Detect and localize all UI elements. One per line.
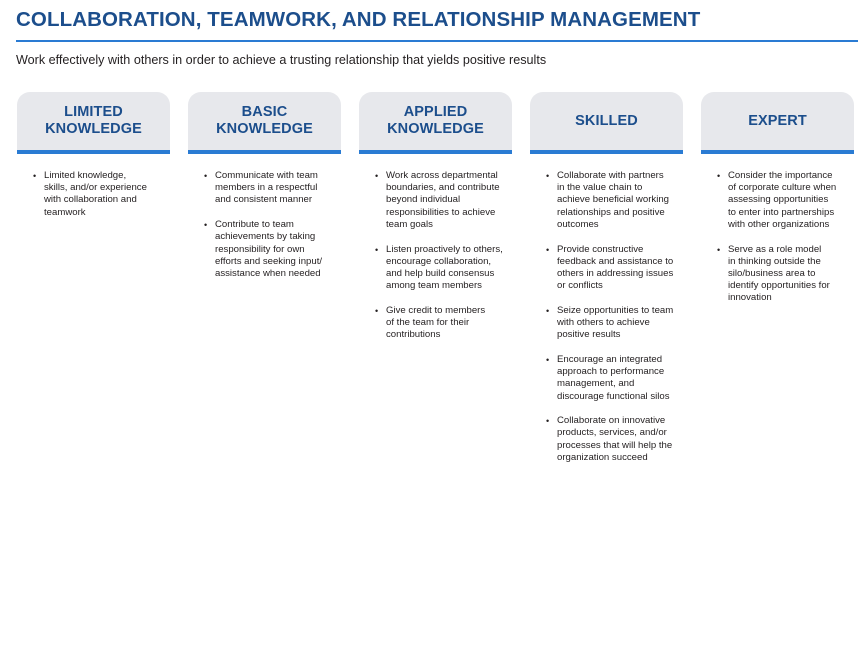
behavior-text: Seize opportunities to team with others … <box>557 304 674 341</box>
behavior-text: Encourage an integrated approach to perf… <box>557 353 670 402</box>
behavior-list: • Communicate with team members in a resp… <box>188 154 341 280</box>
behavior-text: Collaborate with partners in the value c… <box>557 170 669 230</box>
bullet-icon: • <box>717 171 721 181</box>
bullet-icon: • <box>546 354 550 365</box>
bullet-icon: • <box>375 244 379 255</box>
page-title: COLLABORATION, TEAMWORK, AND RELATIONSHI… <box>16 8 701 31</box>
behavior-item: • Communicate with team members in a resp… <box>204 170 341 207</box>
level-limited-knowledge: LIMITED KNOWLEDGE • Limited knowledge, sk… <box>17 92 170 231</box>
behavior-text: Give credit to members of the team for t… <box>386 304 486 341</box>
bullet-icon: • <box>33 171 37 181</box>
behavior-text: Limited knowledge, skills, and/or experi… <box>44 170 147 218</box>
behavior-text: Contribute to team achievements by takin… <box>215 219 323 279</box>
behavior-item: • Contribute to team achievements by taki… <box>204 219 341 280</box>
level-title: APPLIED KNOWLEDGE <box>387 104 484 137</box>
behavior-item: • Limited knowledge, skills, and/or exper… <box>33 170 170 219</box>
behavior-text: Communicate with team members in a respe… <box>215 170 318 206</box>
level-header: APPLIED KNOWLEDGE <box>359 92 512 154</box>
level-header: BASIC KNOWLEDGE <box>188 92 341 154</box>
behavior-item: • Encourage an integrated approach to per… <box>546 354 683 403</box>
behavior-item: • Give credit to members of the team for … <box>375 305 512 342</box>
bullet-icon: • <box>546 305 550 316</box>
behavior-list: • Work across departmental boundaries, an… <box>359 154 512 341</box>
behavior-item: • Work across departmental boundaries, an… <box>375 170 512 231</box>
behavior-item: • Collaborate with partners in the value … <box>546 170 683 231</box>
bullet-icon: • <box>375 305 379 316</box>
level-basic-knowledge: BASIC KNOWLEDGE • Communicate with team m… <box>188 92 341 293</box>
level-expert: EXPERT • Consider the importance of corpo… <box>701 92 854 317</box>
proficiency-levels: LIMITED KNOWLEDGE • Limited knowledge, sk… <box>17 92 857 492</box>
bullet-icon: • <box>546 244 550 255</box>
behavior-list: • Limited knowledge, skills, and/or exper… <box>17 154 170 219</box>
behavior-item: • Consider the importance of corporate cu… <box>717 170 854 231</box>
bullet-icon: • <box>204 171 208 181</box>
level-header: SKILLED <box>530 92 683 154</box>
behavior-list: • Collaborate with partners in the value … <box>530 154 683 464</box>
title-divider <box>16 40 858 42</box>
behavior-text: Work across departmental boundaries, and… <box>386 170 500 230</box>
behavior-list: • Consider the importance of corporate cu… <box>701 154 854 305</box>
behavior-item: • Serve as a role model in thinking outsi… <box>717 244 854 305</box>
behavior-text: Provide constructive feedback and assist… <box>557 243 674 292</box>
level-title: LIMITED KNOWLEDGE <box>45 104 142 137</box>
behavior-item: • Seize opportunities to team with others… <box>546 305 683 342</box>
level-applied-knowledge: APPLIED KNOWLEDGE • Work across departmen… <box>359 92 512 354</box>
level-title: SKILLED <box>575 112 638 129</box>
level-header: LIMITED KNOWLEDGE <box>17 92 170 154</box>
bullet-icon: • <box>546 416 550 427</box>
behavior-item: • Provide constructive feedback and assis… <box>546 244 683 293</box>
bullet-icon: • <box>546 171 550 181</box>
behavior-text: Listen proactively to others, encourage … <box>386 243 503 292</box>
behavior-item: • Collaborate on innovative products, ser… <box>546 415 683 464</box>
behavior-text: Serve as a role model in thinking outsid… <box>728 243 830 304</box>
level-title: BASIC KNOWLEDGE <box>216 104 313 137</box>
behavior-text: Collaborate on innovative products, serv… <box>557 415 673 463</box>
behavior-item: • Listen proactively to others, encourage… <box>375 244 512 293</box>
page-subtitle: Work effectively with others in order to… <box>16 53 547 67</box>
behavior-text: Consider the importance of corporate cul… <box>728 170 837 230</box>
level-header: EXPERT <box>701 92 854 154</box>
bullet-icon: • <box>717 244 721 255</box>
level-skilled: SKILLED • Collaborate with partners in th… <box>530 92 683 477</box>
level-title: EXPERT <box>748 112 807 129</box>
bullet-icon: • <box>204 220 208 231</box>
bullet-icon: • <box>375 171 379 181</box>
